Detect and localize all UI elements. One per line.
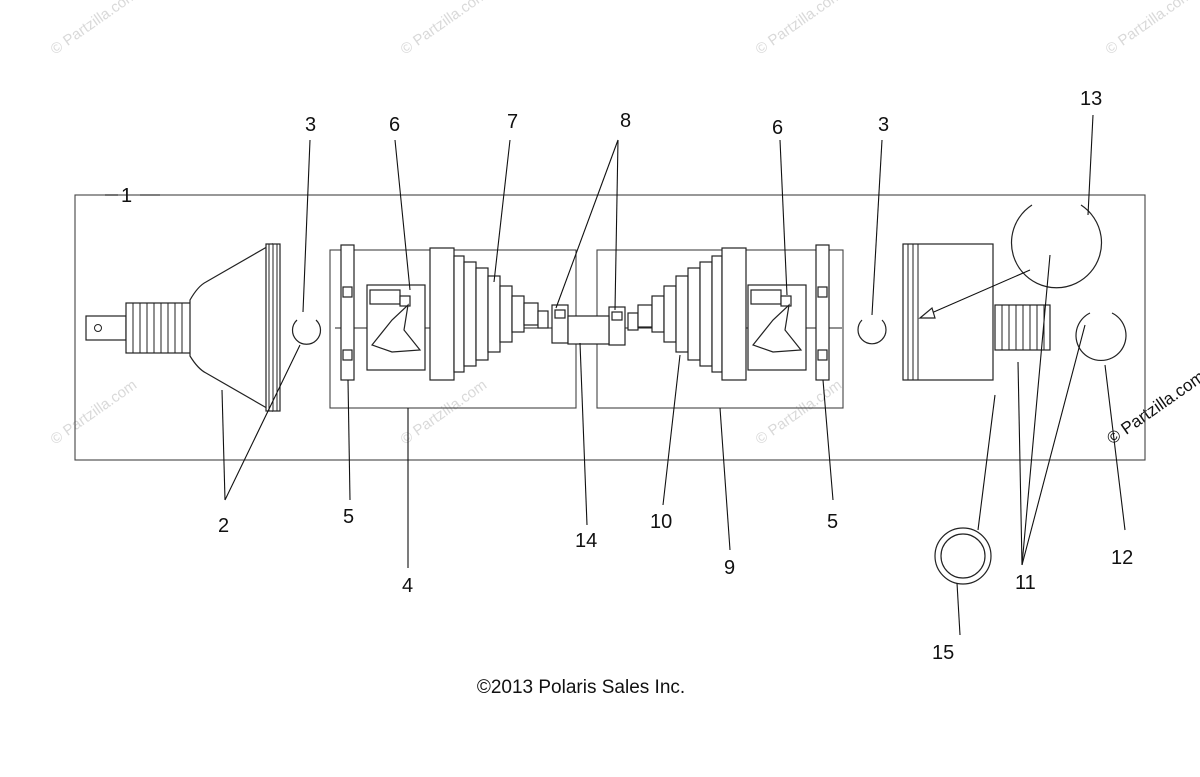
circlip-right	[857, 319, 887, 345]
callout-6-right: 6	[772, 117, 783, 139]
watermark-7: © Partzilla.com	[753, 376, 846, 448]
left-cv-joint	[85, 242, 281, 413]
callout-11: 11	[1015, 572, 1036, 594]
callout-10: 10	[650, 511, 672, 533]
watermark-1: © Partzilla.com	[48, 0, 141, 58]
callout-8: 8	[620, 110, 631, 132]
watermark-4: © Partzilla.com	[1103, 0, 1196, 58]
watermark-3: © Partzilla.com	[753, 0, 846, 58]
watermark-6: © Partzilla.com	[398, 376, 491, 448]
callout-3-left: 3	[305, 114, 316, 136]
callout-4: 4	[402, 575, 413, 597]
callout-2: 2	[218, 515, 229, 537]
axle-shaft	[567, 315, 610, 345]
axle-assembly-frame	[74, 194, 1146, 461]
small-clamp-right	[608, 306, 626, 346]
inner-boot	[429, 247, 549, 381]
callout-13: 13	[1080, 88, 1102, 110]
leader-lines	[105, 114, 1126, 636]
callout-9: 9	[724, 557, 735, 579]
clamp-left	[340, 244, 355, 381]
seal-ring	[934, 527, 992, 585]
callout-5-right: 5	[827, 511, 838, 533]
callout-15: 15	[932, 642, 954, 664]
callout-12: 12	[1111, 547, 1133, 569]
grease-packet-left	[366, 284, 426, 371]
callout-7: 7	[507, 111, 518, 133]
callout-3-right: 3	[878, 114, 889, 136]
callout-5-left: 5	[343, 506, 354, 528]
clamp-right	[815, 244, 830, 381]
watermark-2: © Partzilla.com	[398, 0, 491, 58]
small-clamp-left	[551, 304, 569, 344]
circlip-left	[291, 319, 322, 345]
large-retaining-ring	[1010, 204, 1103, 289]
watermark-5: © Partzilla.com	[48, 376, 141, 448]
watermark-edge: © Partzilla.com	[1103, 367, 1200, 448]
callout-6-left: 6	[389, 114, 400, 136]
outer-boot	[627, 247, 747, 381]
callout-14: 14	[575, 530, 597, 552]
grease-packet-right	[747, 284, 807, 371]
callout-numbers: 1 2 3 3 4 5 5 6 6 7 8 9 10 11 12 13 14 1…	[121, 88, 1133, 664]
right-cv-joint	[902, 243, 1051, 381]
callout-1: 1	[121, 185, 132, 207]
small-snap-ring	[1075, 312, 1127, 361]
copyright-notice: ©2013 Polaris Sales Inc.	[477, 677, 685, 698]
